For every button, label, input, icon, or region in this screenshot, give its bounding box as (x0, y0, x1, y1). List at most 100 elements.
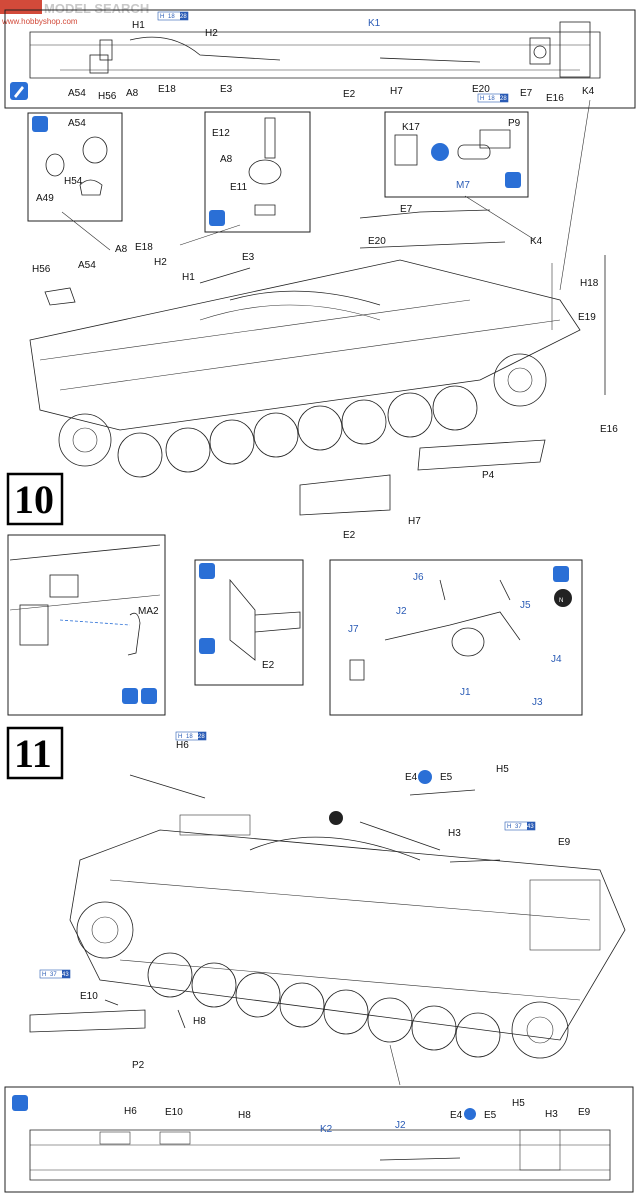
svg-text:H: H (178, 734, 182, 740)
paint-chip: H 18 28 (477, 93, 509, 103)
label-H5: H5 (512, 1098, 525, 1109)
step-number-10: 10 (14, 477, 54, 522)
label-E5: E5 (440, 772, 453, 783)
inset-k17-panel: K17 P9 M7 (384, 111, 529, 198)
label-J3: J3 (532, 697, 543, 708)
label-E2: E2 (343, 530, 356, 541)
detail-ma2-panel: MA2 (7, 534, 166, 716)
label-E9: E9 (578, 1107, 591, 1118)
label-H1: H1 (132, 20, 145, 31)
label-E10: E10 (165, 1107, 183, 1118)
svg-text:28: 28 (198, 734, 205, 740)
svg-text:37: 37 (515, 824, 522, 830)
label-H2: H2 (205, 28, 218, 39)
label-A8: A8 (126, 88, 139, 99)
glue-icon (553, 566, 569, 582)
label-E4: E4 (450, 1110, 463, 1121)
label-E7: E7 (400, 204, 413, 215)
label-P9: P9 (508, 118, 521, 129)
bottom-inset-panel: H6 E10 H8 K2 J2 E4 E5 H5 H3 E9 (4, 1086, 634, 1193)
label-M7: M7 (456, 180, 470, 191)
glue-icon (12, 1095, 28, 1111)
label-H56: H56 (32, 264, 51, 275)
label-H8: H8 (193, 1016, 206, 1027)
label-A49: A49 (36, 193, 54, 204)
label-J6: J6 (413, 572, 424, 583)
label-H8: H8 (238, 1110, 251, 1121)
cement-icon (431, 143, 449, 161)
label-E4: E4 (405, 772, 418, 783)
label-K4: K4 (582, 86, 595, 97)
paint-chip: H 18 28 (157, 11, 189, 21)
label-H3: H3 (545, 1109, 558, 1120)
paint-chip: H 37 43 (39, 969, 71, 979)
paint-chip: H 18 28 (175, 731, 207, 741)
watermark: MODEL SEARCH www.hobbyshop.com (0, 0, 149, 26)
label-E18: E18 (135, 242, 153, 253)
step-number-11: 11 (14, 731, 52, 776)
svg-text:18: 18 (168, 14, 175, 20)
label-E11: E11 (230, 182, 247, 193)
main-assembly-10: E7 E20 K4 A8 E18 E3 H56 A54 H2 H1 H18 E1… (29, 99, 618, 541)
label-J4: J4 (551, 654, 562, 665)
svg-text:H: H (42, 972, 46, 978)
label-E3: E3 (242, 252, 255, 263)
label-E5: E5 (484, 1110, 497, 1121)
label-K17: K17 (402, 122, 420, 133)
road-wheels (58, 353, 547, 478)
label-A8: A8 (115, 244, 128, 255)
label-E9: E9 (558, 837, 571, 848)
watermark-site: MODEL SEARCH (44, 1, 149, 16)
detail-e2-panel: E2 (194, 559, 304, 686)
label-E16: E16 (600, 424, 618, 435)
label-H56: H56 (98, 91, 117, 102)
label-H5: H5 (496, 764, 509, 775)
label-H2: H2 (154, 257, 167, 268)
water-drop-icon (122, 688, 138, 704)
watermark-url: www.hobbyshop.com (1, 17, 78, 26)
label-H18: H18 (580, 278, 599, 289)
label-J2: J2 (396, 606, 407, 617)
svg-text:43: 43 (527, 824, 534, 830)
label-P4: P4 (482, 470, 495, 481)
label-J5: J5 (520, 600, 531, 611)
top-inset-panel: H1 H2 K1 A54 H56 A8 E18 E3 E2 H7 E20 E7 … (4, 9, 636, 109)
inset-a54-panel: A54 H54 A49 (27, 112, 123, 222)
svg-text:N: N (559, 598, 563, 604)
svg-text:18: 18 (488, 96, 495, 102)
detail-j-panel: N J6 J5 J2 J7 J4 J1 J3 (329, 559, 583, 716)
glue-icon (32, 116, 48, 132)
label-J7: J7 (348, 624, 359, 635)
inset-a8-panel: E12 A8 E11 (204, 111, 311, 233)
step-11: 11 (6, 726, 64, 780)
label-E10: E10 (80, 991, 98, 1002)
road-wheels (76, 901, 569, 1059)
glue-icon (199, 563, 215, 579)
label-MA2: MA2 (138, 606, 159, 617)
step-10: 10 (6, 472, 64, 526)
label-A8: A8 (220, 154, 233, 165)
cement-icon (464, 1108, 476, 1120)
label-E7: E7 (520, 88, 533, 99)
label-A54: A54 (68, 118, 86, 129)
label-E16: E16 (546, 93, 564, 104)
label-K4: K4 (530, 236, 543, 247)
label-H7: H7 (408, 516, 421, 527)
svg-text:H: H (160, 14, 164, 20)
label-H6: H6 (176, 740, 189, 751)
label-H1: H1 (182, 272, 195, 283)
label-H54: H54 (64, 176, 83, 187)
paint-chip: H 37 43 (504, 821, 536, 831)
label-K1: K1 (368, 18, 381, 29)
note-n-icon (329, 811, 343, 825)
label-E18: E18 (158, 84, 176, 95)
cement-icon (418, 770, 432, 784)
label-A54: A54 (68, 88, 86, 99)
svg-text:43: 43 (62, 972, 69, 978)
label-E19: E19 (578, 312, 596, 323)
cut-icon (199, 638, 215, 654)
label-H3: H3 (448, 828, 461, 839)
label-P2: P2 (132, 1060, 145, 1071)
label-E12: E12 (212, 128, 230, 139)
glue-icon (141, 688, 157, 704)
